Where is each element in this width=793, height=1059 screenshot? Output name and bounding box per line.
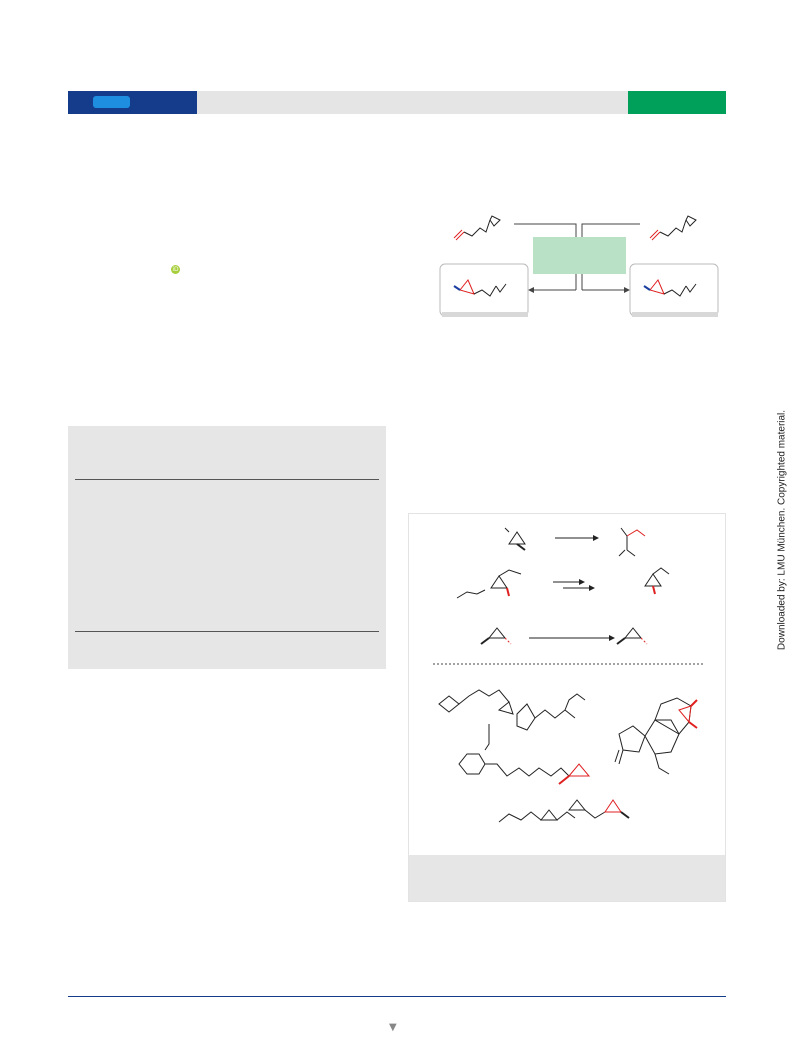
figure-panel [408, 513, 726, 902]
table-rule-top [75, 479, 379, 480]
triangle-down-icon[interactable]: ▼ [389, 1022, 397, 1033]
graphical-abstract [439, 215, 719, 317]
cyclopropane-right [643, 279, 697, 297]
alkene-left [453, 215, 501, 241]
arrowhead-left [528, 287, 534, 293]
terpene-structure [614, 697, 698, 775]
data-table [68, 426, 386, 669]
watermark-text: Downloaded by: LMU München. Copyrighted … [776, 409, 788, 651]
reaction-row-3 [480, 627, 648, 645]
product-box-right [629, 263, 719, 317]
header-type-band [628, 91, 726, 114]
reaction-row-2 [456, 567, 670, 599]
header-category-pill [93, 96, 130, 108]
arrowhead-right [624, 287, 630, 293]
reagent-box [533, 237, 626, 274]
figure-structures [433, 527, 705, 823]
drug-structure [438, 689, 591, 785]
cyclopropane-left [453, 279, 507, 297]
figure-caption [409, 855, 725, 901]
orcid-icon[interactable]: iD [171, 265, 180, 274]
footer-rule [68, 996, 726, 997]
alkene-right [649, 215, 697, 241]
reaction-row-1 [504, 527, 646, 557]
product-box-left [439, 263, 529, 317]
header-title-band [197, 91, 628, 114]
table-rule-bottom [75, 631, 379, 632]
lipid-structure [498, 799, 630, 823]
header-journal-band [68, 91, 197, 114]
